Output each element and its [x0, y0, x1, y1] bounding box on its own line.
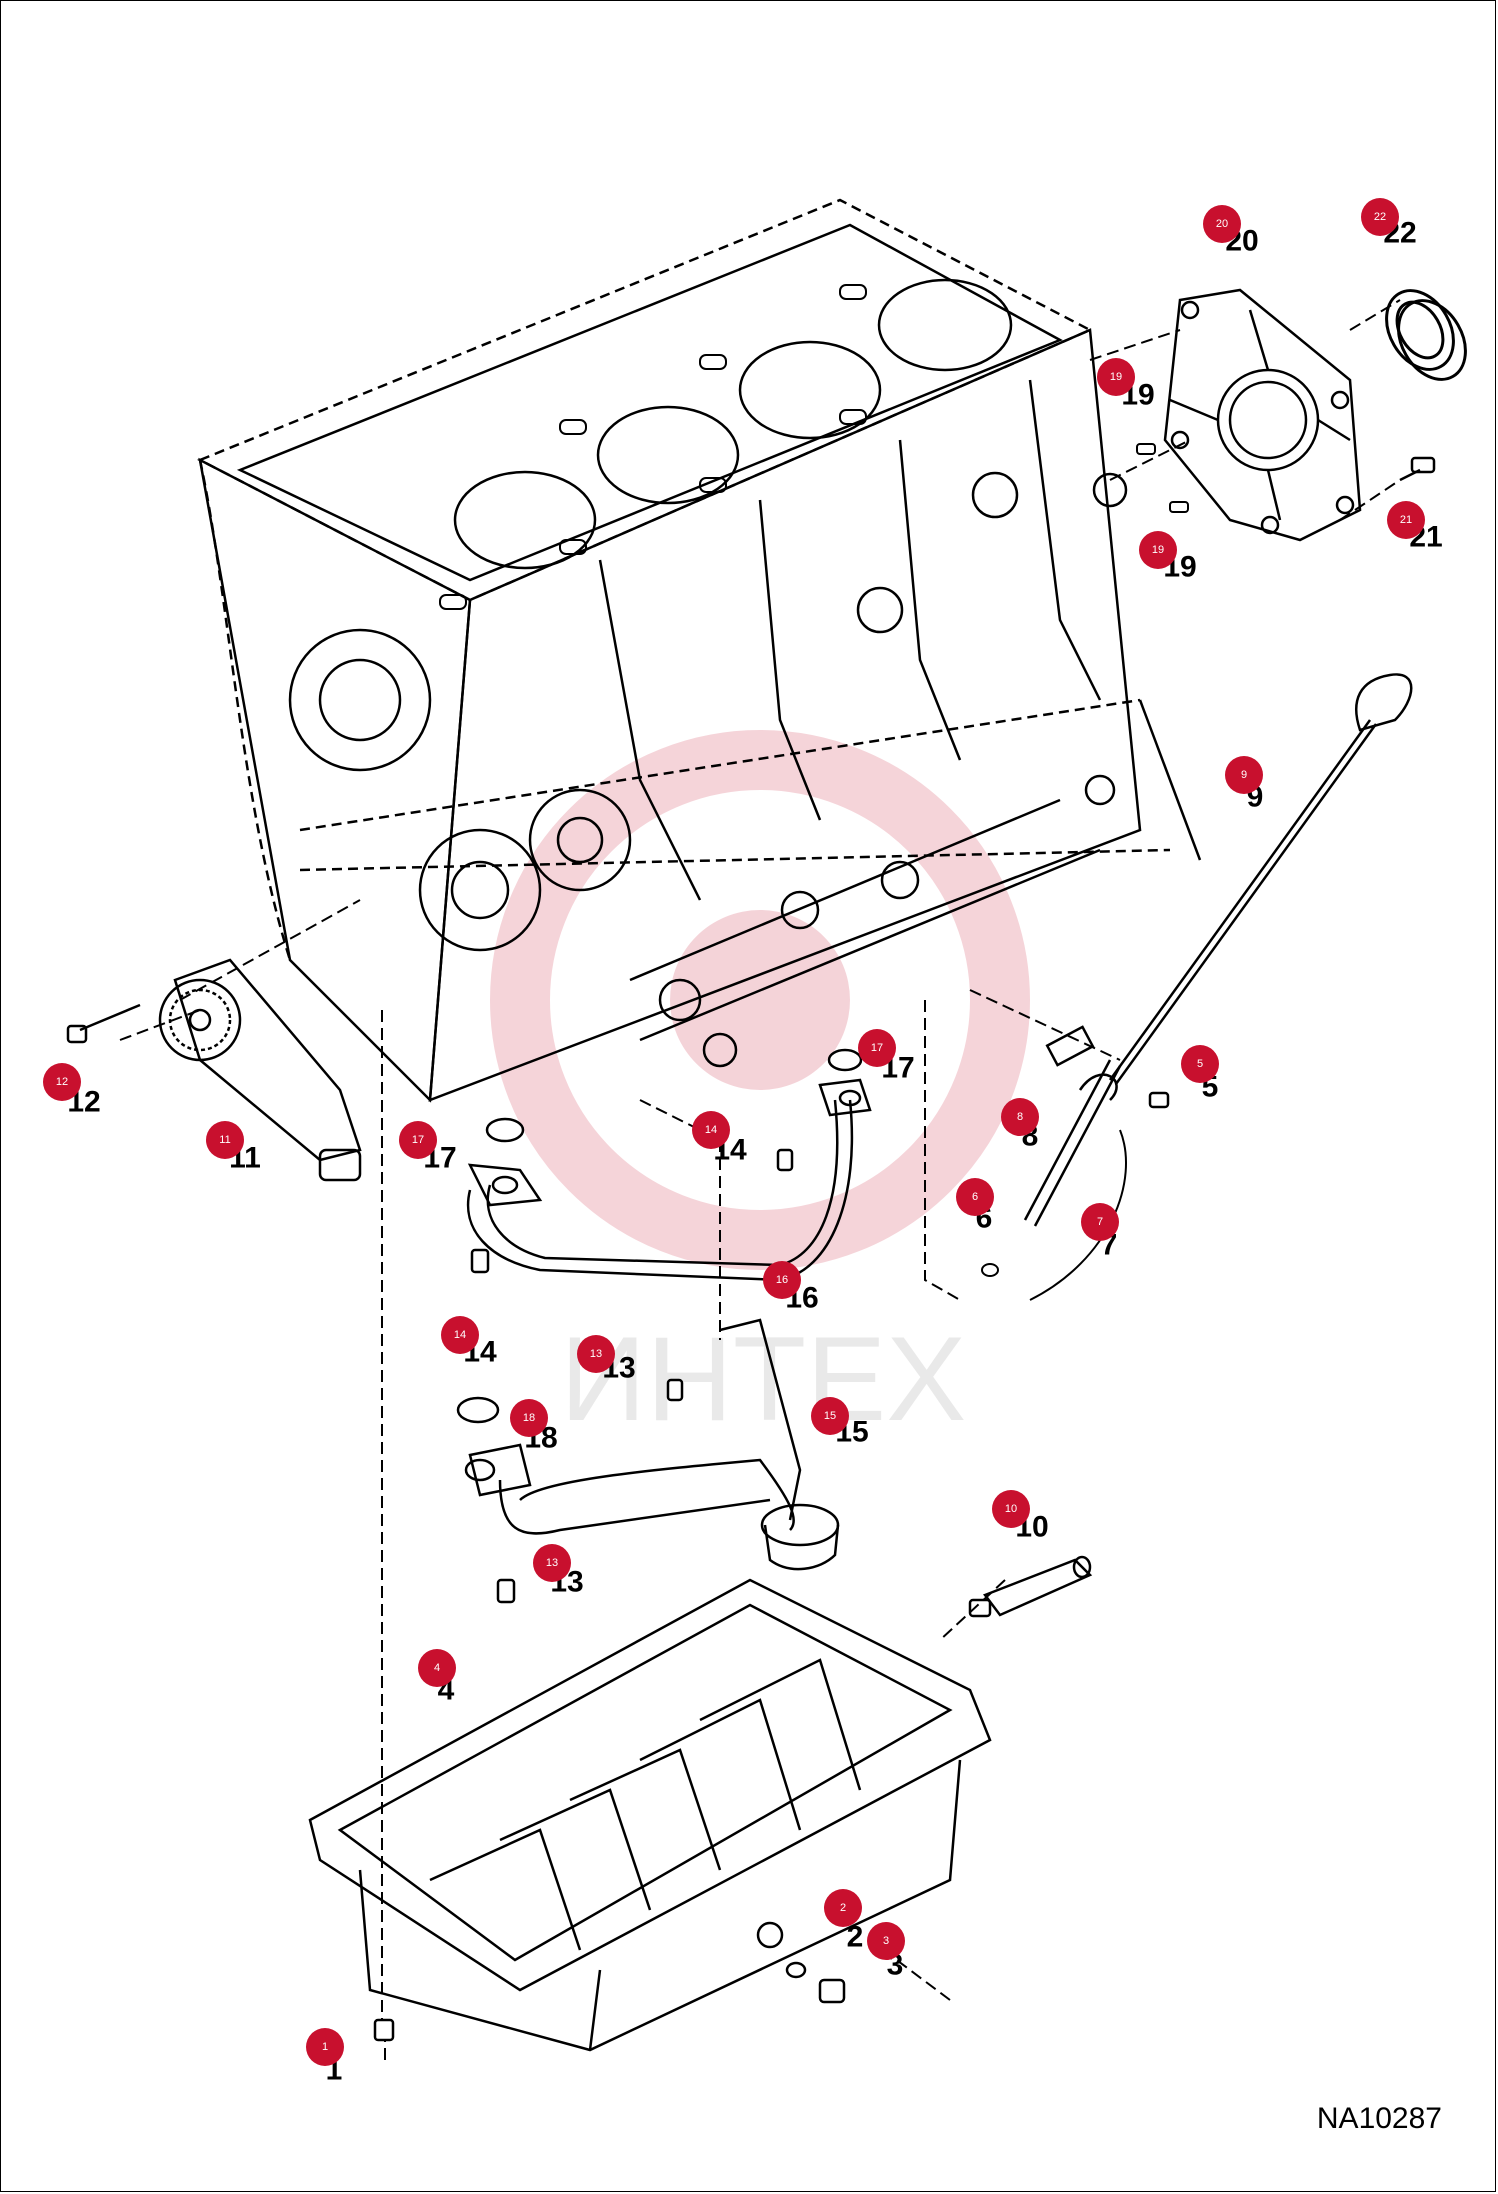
callout-4: 4	[418, 1649, 456, 1687]
callout-17a: 17	[399, 1121, 437, 1159]
part-number-2: 2	[847, 1921, 864, 1954]
svg-text:12: 12	[56, 1076, 68, 1088]
callout-3: 3	[867, 1922, 905, 1960]
gasket-17a	[485, 1117, 525, 1143]
svg-text:3: 3	[883, 1935, 889, 1947]
callout-13a: 13	[577, 1335, 615, 1373]
svg-text:19: 19	[1110, 371, 1122, 383]
svg-text:11: 11	[219, 1134, 230, 1146]
callout-1: 1	[306, 2028, 344, 2066]
callout-19b: 19	[1139, 531, 1177, 569]
gasket-17b	[827, 1048, 863, 1072]
svg-text:13: 13	[590, 1348, 602, 1360]
dipstick-guide	[1023, 1025, 1122, 1227]
callout-21: 21	[1387, 501, 1425, 539]
rear-seal-housing	[1163, 288, 1362, 542]
oil-pump	[158, 958, 362, 1182]
diagram-reference-code: NA10287	[1316, 2102, 1442, 2135]
callout-14a: 14	[692, 1111, 730, 1149]
oil-strainer	[464, 1318, 840, 1571]
svg-text:10: 10	[1005, 1503, 1017, 1515]
guide-bolt	[1148, 1091, 1170, 1109]
housing-bolt	[1399, 456, 1436, 482]
rear-oil-seal	[1385, 289, 1467, 381]
callout-2: 2	[824, 1889, 862, 1927]
callout-20: 20	[1203, 205, 1241, 243]
callout-16: 16	[763, 1261, 801, 1299]
callout-22: 22	[1361, 198, 1399, 236]
drain-plug	[818, 1978, 846, 2004]
callout-7: 7	[1081, 1203, 1119, 1241]
oil-level-sensor	[968, 1555, 1093, 1618]
o-ring-18	[456, 1396, 500, 1424]
svg-text:18: 18	[523, 1412, 535, 1424]
dipstick	[1108, 673, 1413, 1085]
svg-text:4: 4	[434, 1662, 440, 1674]
svg-text:1: 1	[322, 2041, 328, 2053]
callout-13b: 13	[533, 1544, 571, 1582]
pipe-bolts	[470, 1148, 794, 1274]
callout-badges: 1 2 3 4 5 6 7 8 9 10 11 12 13 13 14 14 1…	[43, 198, 1425, 2066]
callout-9: 9	[1225, 756, 1263, 794]
svg-text:9: 9	[1241, 769, 1247, 781]
callout-8: 8	[1001, 1098, 1039, 1136]
svg-text:15: 15	[824, 1410, 836, 1422]
callout-17b: 17	[858, 1029, 896, 1067]
svg-text:16: 16	[776, 1274, 788, 1286]
svg-text:6: 6	[972, 1191, 978, 1203]
svg-text:19: 19	[1152, 544, 1164, 556]
strainer-bolts	[496, 1378, 684, 1604]
callout-11: 11	[206, 1121, 244, 1159]
svg-text:14: 14	[454, 1329, 466, 1341]
oil-pan	[308, 1578, 992, 2052]
drain-washer	[785, 1961, 807, 1979]
svg-text:21: 21	[1400, 514, 1412, 526]
svg-text:17: 17	[871, 1042, 883, 1054]
callout-15: 15	[811, 1397, 849, 1435]
callout-5: 5	[1181, 1045, 1219, 1083]
callout-6: 6	[956, 1178, 994, 1216]
svg-text:13: 13	[546, 1557, 558, 1569]
svg-text:20: 20	[1216, 218, 1228, 230]
assembly-guide-lines	[119, 299, 1401, 2060]
svg-text:5: 5	[1197, 1058, 1203, 1070]
callout-12: 12	[43, 1063, 81, 1101]
callout-10: 10	[992, 1490, 1030, 1528]
svg-text:2: 2	[840, 1902, 846, 1914]
svg-text:14: 14	[705, 1124, 717, 1136]
svg-text:7: 7	[1097, 1216, 1103, 1228]
svg-text:22: 22	[1374, 211, 1386, 223]
o-ring-6	[981, 1263, 999, 1277]
svg-text:8: 8	[1017, 1111, 1023, 1123]
svg-text:17: 17	[412, 1134, 424, 1146]
pump-bolt	[66, 1003, 141, 1044]
callout-14b: 14	[441, 1316, 479, 1354]
cylinder-block	[197, 198, 1202, 1103]
callout-18: 18	[510, 1399, 548, 1437]
callout-19a: 19	[1097, 358, 1135, 396]
watermark-logo	[490, 730, 1030, 1270]
pan-bolt	[373, 2018, 395, 2042]
dowel-pins	[1136, 443, 1189, 513]
